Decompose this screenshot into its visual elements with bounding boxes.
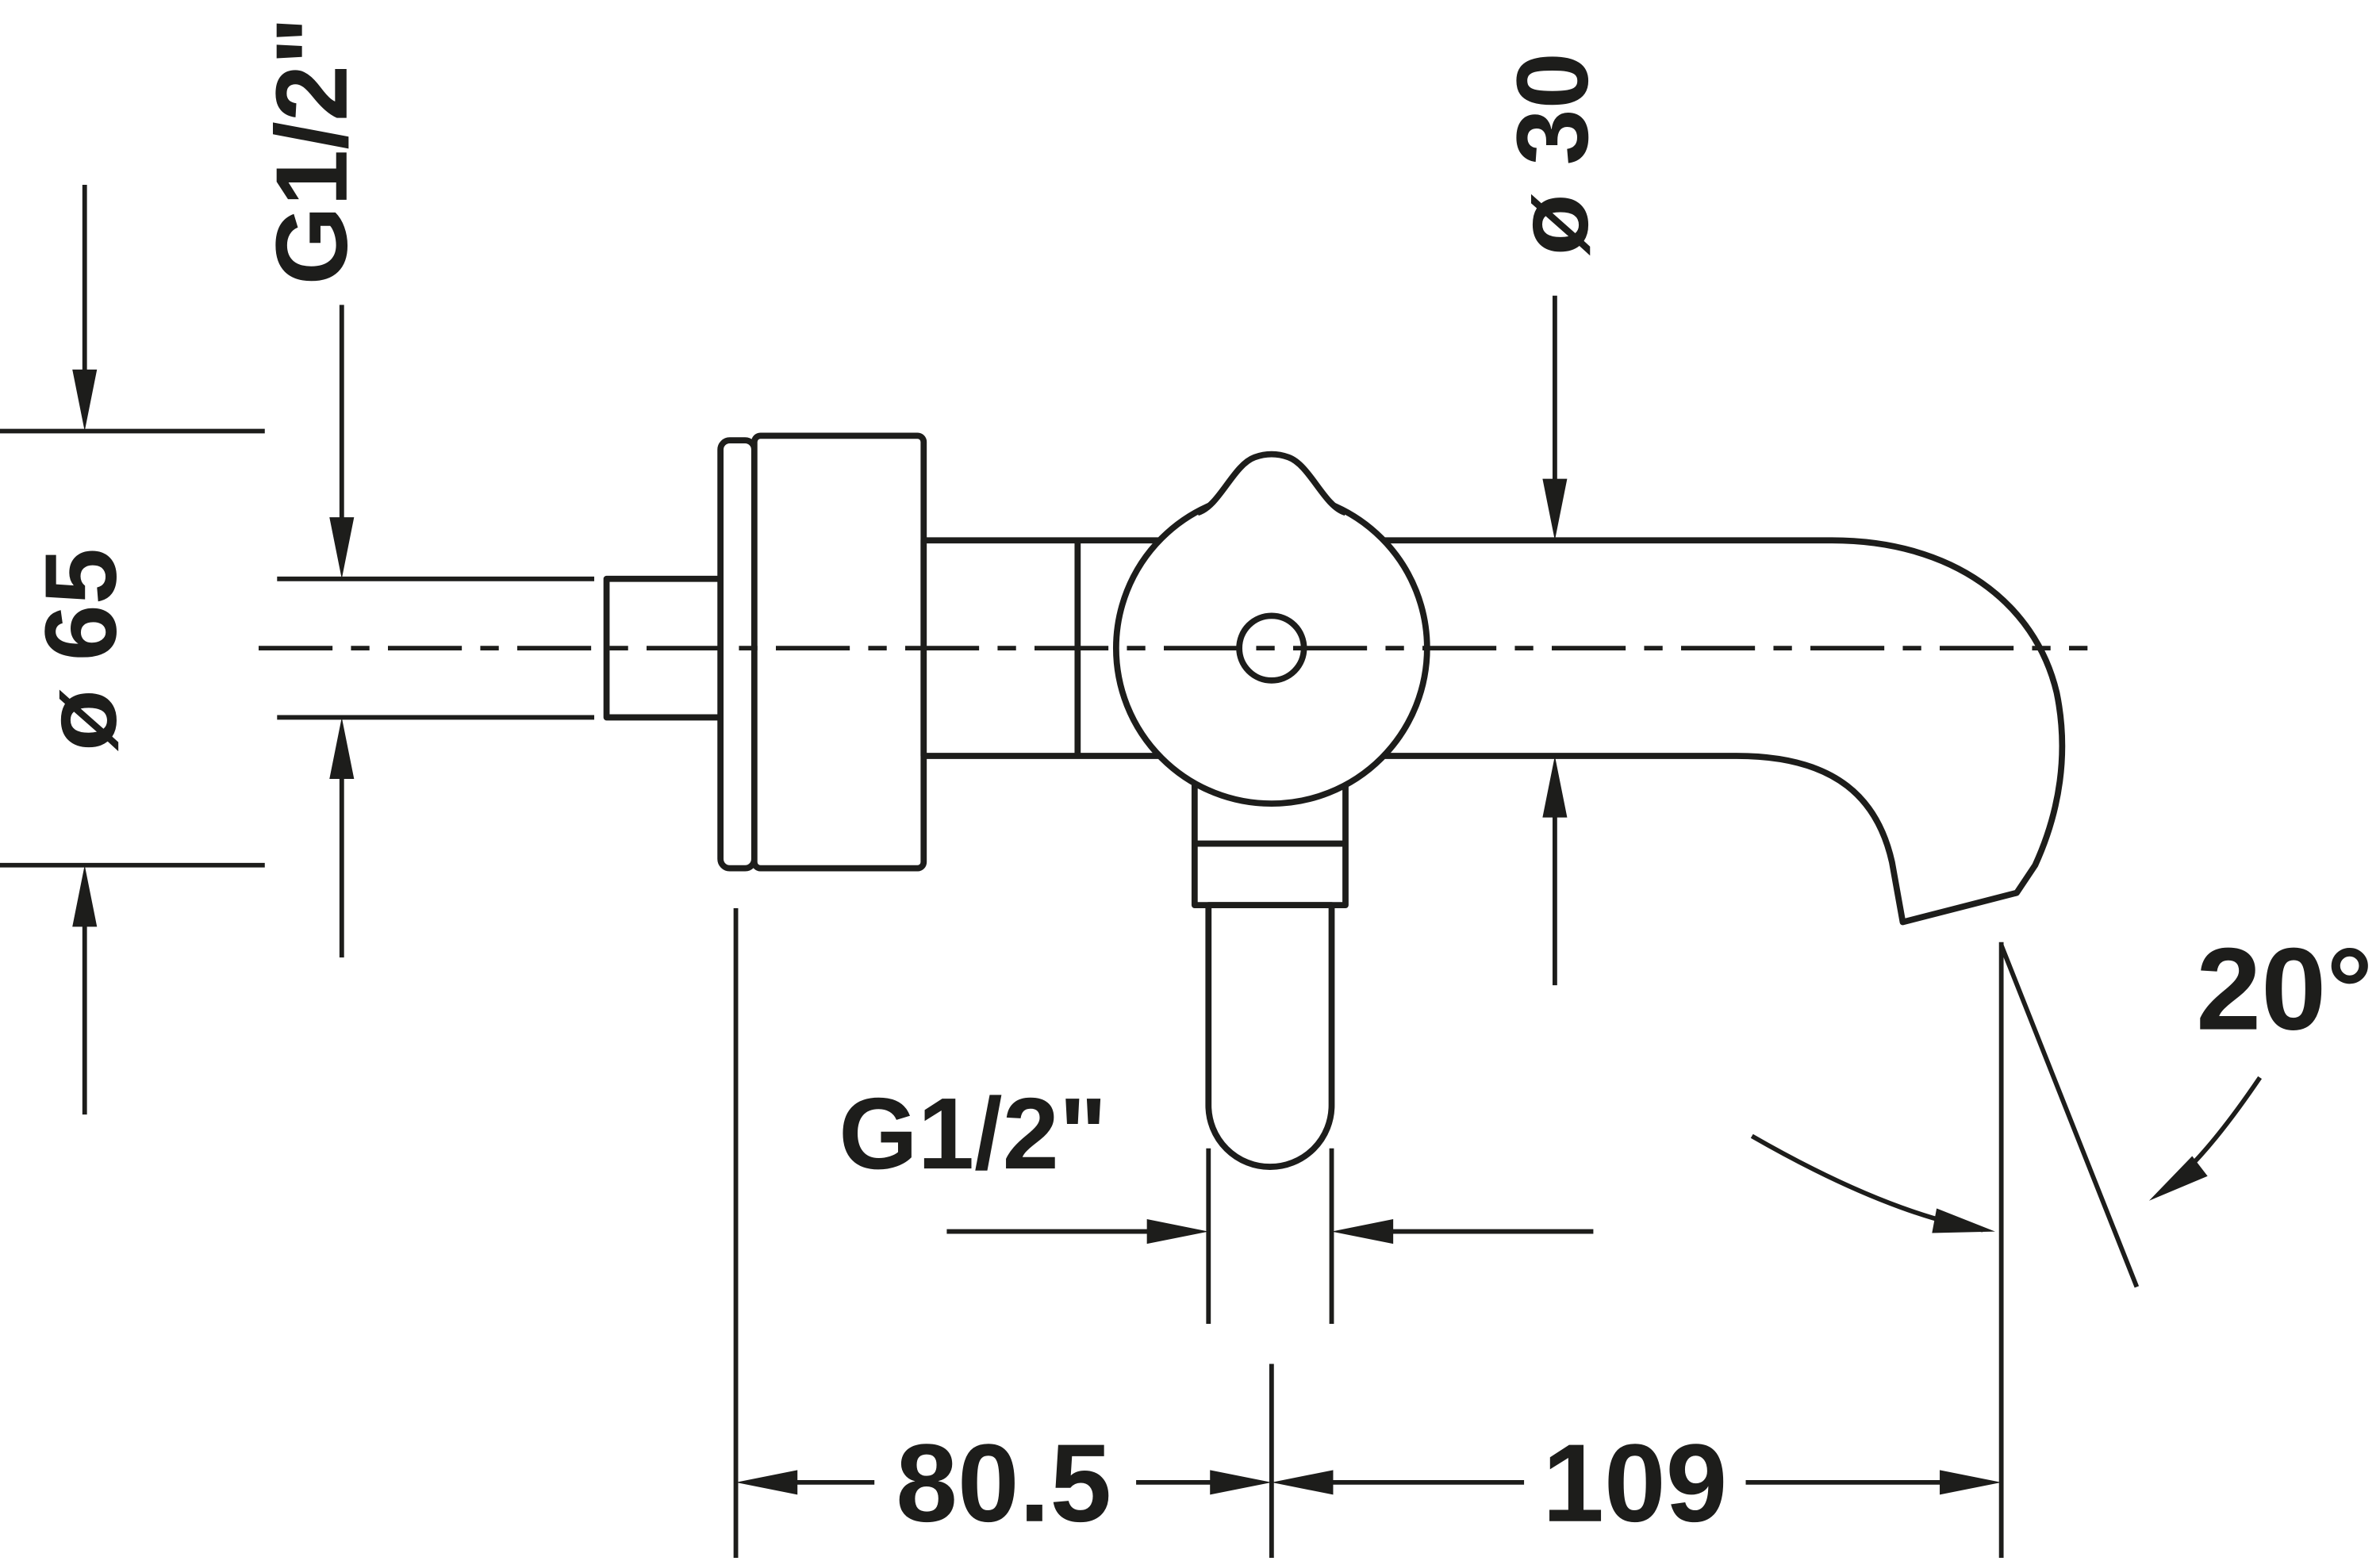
faucet-body [259,432,2088,1170]
flange-body [750,432,927,872]
flange-plate [717,437,758,872]
spout [1351,537,2066,926]
arrow-down-icon [1542,478,1568,541]
dim-right-label: 109 [1542,1421,1727,1545]
thread-connector [1205,902,1335,1170]
arrow-down-left-icon [2148,1156,2208,1201]
angle-reference-line [1998,944,2140,1288]
dim-angle: 20° [1750,924,2373,1288]
angle-label: 20° [2196,924,2373,1055]
thread-bottom-label: G1/2" [839,1077,1107,1191]
arrow-right-icon [1932,1208,1995,1233]
spout-diameter-label: ø 30 [1496,52,1610,255]
dim-thread-top: G1/2" [255,17,595,958]
dim-left-label: 80.5 [896,1421,1111,1545]
dim-flange-diameter: ø 65 [0,185,265,1115]
arrow-left-icon [735,1470,798,1495]
arrow-down-icon [329,517,355,579]
arrow-up-icon [1542,755,1568,818]
arrow-right-icon [1940,1470,2002,1495]
arrow-right-icon [1146,1219,1209,1245]
arrow-up-icon [72,865,98,927]
arrow-down-icon [72,369,98,431]
arrow-up-icon [329,717,355,780]
dim-thread-bottom: G1/2" [839,1077,1594,1324]
flange-diameter-label: ø 65 [25,548,138,751]
thread-top-label: G1/2" [255,17,369,285]
dim-bottom-chain: 80.5 109 [733,908,2004,1558]
arrow-right-icon [1210,1470,1272,1495]
handle-cap [1196,451,1347,516]
arrow-left-icon [1271,1470,1334,1495]
arrow-left-icon [1331,1219,1394,1245]
dim-spout-diameter: ø 30 [1496,52,1610,986]
